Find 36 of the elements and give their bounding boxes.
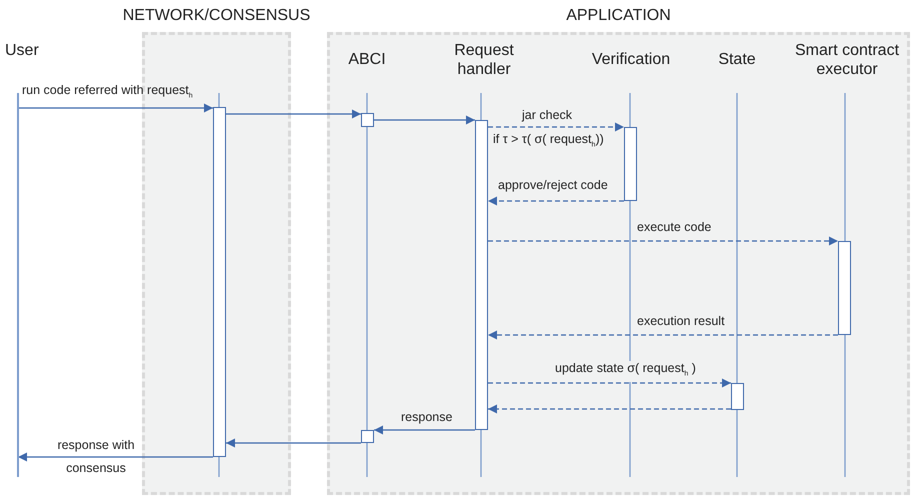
message-arrow — [226, 438, 361, 448]
participant-label: State — [717, 50, 757, 69]
edge-label: execution result — [637, 314, 725, 329]
edge-label: run code referred with request$_{h}$ — [22, 83, 193, 102]
activation-bar — [624, 127, 637, 201]
message-arrow — [18, 452, 213, 462]
edge-label: execute code — [637, 220, 712, 235]
message-arrow — [488, 122, 624, 132]
message-arrow — [488, 404, 731, 414]
participant-label: Verification — [590, 50, 672, 69]
message-arrow — [226, 110, 361, 118]
message-arrow — [488, 330, 838, 340]
activation-bar — [475, 120, 488, 430]
message-arrow — [488, 236, 838, 246]
message-arrow — [374, 116, 475, 124]
message-arrow — [488, 196, 624, 206]
edge-label: response — [401, 410, 452, 425]
participant-label: Request handler — [453, 41, 515, 79]
edge-label: response with consensus — [56, 437, 136, 477]
message-arrow — [374, 426, 475, 434]
message-arrow — [488, 378, 731, 388]
activation-bar — [838, 241, 851, 335]
actor-label: User — [5, 42, 39, 60]
group-heading: NETWORK/CONSENSUS — [122, 7, 310, 25]
edge-label: jar check — [522, 108, 572, 123]
activation-bar — [361, 430, 374, 443]
participant-label: ABCI — [347, 50, 387, 69]
participant-label: Smart contract executor — [794, 41, 900, 79]
message-arrow — [18, 104, 213, 112]
activation-bar — [731, 383, 744, 410]
condition-note: if τ > τ( σ( request$_{h}$)) — [493, 132, 604, 148]
group-heading: APPLICATION — [566, 7, 671, 25]
activation-bar — [361, 113, 374, 127]
edge-label: approve/reject code — [498, 178, 608, 193]
activation-bar — [213, 107, 226, 457]
edge-label: update state σ( request$_{h}$ ) — [555, 361, 696, 382]
